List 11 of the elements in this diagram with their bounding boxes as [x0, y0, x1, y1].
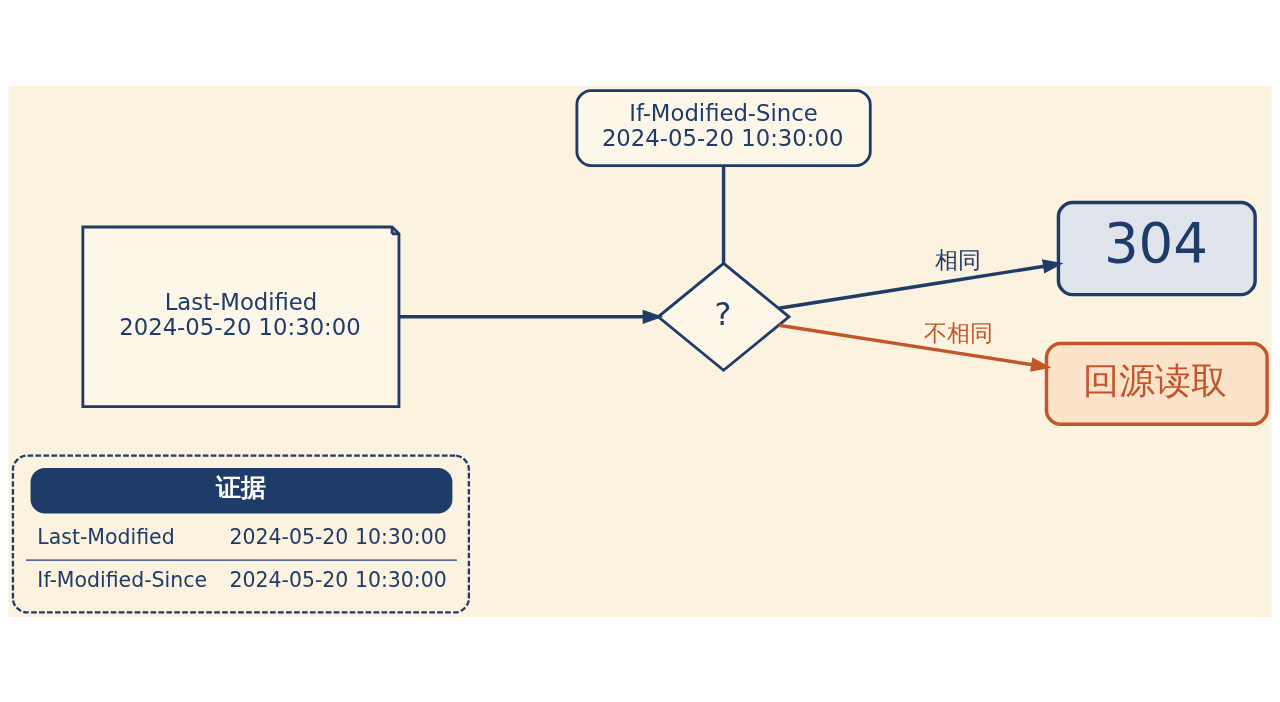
node-box: If-Modified-Since 2024-05-20 10:30:00 [575, 88, 872, 167]
node-diamond: ? [655, 261, 792, 372]
connector [721, 165, 726, 263]
arrow [778, 323, 1052, 372]
node-box: 回源读取 [1044, 341, 1269, 426]
edge-label: 不相同 [923, 319, 993, 346]
node-box: 304 [1056, 200, 1257, 296]
arrow [399, 309, 664, 324]
arrow [778, 258, 1064, 310]
edge-label: 相同 [935, 246, 982, 273]
node-box: 证据 Last-Modified 2024-05-20 10:30:00 If-Modified-Since 2024-05-20 10:30:00 [11, 453, 470, 614]
